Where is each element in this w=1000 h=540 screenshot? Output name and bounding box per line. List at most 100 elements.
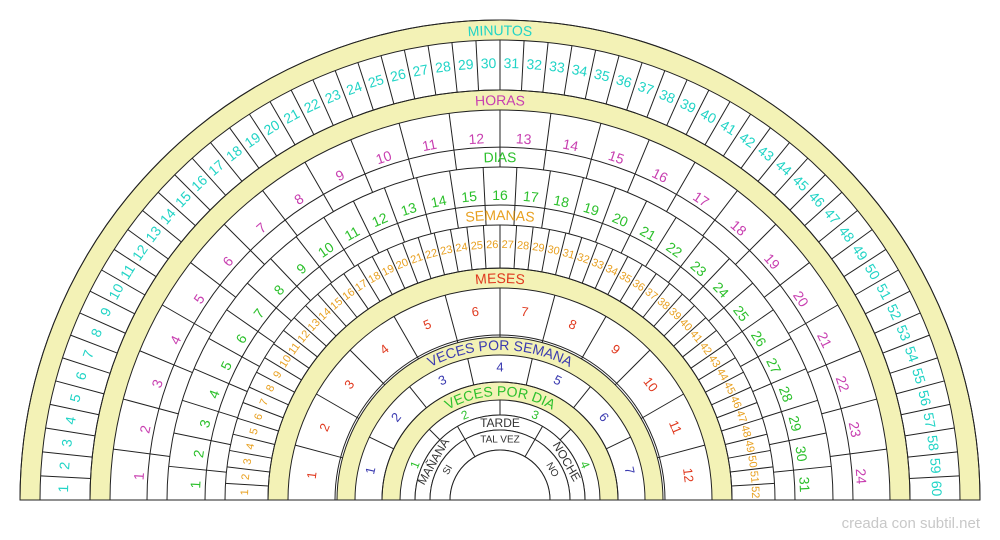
cell-label-semanas[interactable]: 1 <box>239 489 251 495</box>
cell-label-minutos[interactable]: 57 <box>920 411 939 429</box>
cell-label-semanas[interactable]: 25 <box>470 240 483 253</box>
cell-label-horas[interactable]: 13 <box>515 130 532 147</box>
cell-label-minutos[interactable]: 42 <box>737 129 759 151</box>
cell-label-minutos[interactable]: 21 <box>281 105 303 127</box>
cell-label-semanas[interactable]: 42 <box>697 340 714 357</box>
cell-label-meses[interactable]: 11 <box>666 418 685 436</box>
cell-label-horas[interactable]: 12 <box>468 130 485 147</box>
cell-label-minutos[interactable]: 56 <box>915 389 934 408</box>
cell-label-minutos[interactable]: 20 <box>261 116 283 138</box>
cell-label-minutos[interactable]: 33 <box>548 58 566 76</box>
cell-label-minutos[interactable]: 31 <box>503 55 519 71</box>
cell-label-semanas[interactable]: 6 <box>252 412 265 422</box>
cell-label-semanas[interactable]: 5 <box>248 427 261 436</box>
cell-label-semanas[interactable]: 28 <box>516 240 529 253</box>
cell-label-horas[interactable]: 20 <box>790 288 812 310</box>
cell-label-dias[interactable]: 1 <box>187 480 203 489</box>
cell-label-meses[interactable]: 1 <box>304 471 320 480</box>
cell-label-veces_dia[interactable]: 4 <box>577 459 593 471</box>
cell-label-semanas[interactable]: 47 <box>733 409 748 424</box>
cell-label-meses[interactable]: 6 <box>471 304 480 320</box>
cell-label-dias[interactable]: 17 <box>522 188 539 206</box>
cell-label-dias[interactable]: 20 <box>610 209 631 230</box>
cell-label-minutos[interactable]: 38 <box>657 86 678 107</box>
cell-label-dias[interactable]: 29 <box>786 414 805 433</box>
cell-label-dias[interactable]: 11 <box>342 223 363 244</box>
cell-label-minutos[interactable]: 29 <box>457 56 474 73</box>
cell-label-semanas[interactable]: 35 <box>617 270 634 286</box>
cell-label-minutos[interactable]: 10 <box>105 281 127 303</box>
cell-label-semanas[interactable]: 45 <box>721 380 737 396</box>
cell-label-meses[interactable]: 10 <box>640 374 661 395</box>
cell-label-minutos[interactable]: 30 <box>481 55 497 71</box>
cell-label-veces_dia[interactable]: 2 <box>459 407 471 423</box>
cell-label-horas[interactable]: 17 <box>690 188 712 210</box>
cell-label-semanas[interactable]: 17 <box>353 277 370 294</box>
cell-label-dias[interactable]: 13 <box>399 199 419 219</box>
cell-label-minutos[interactable]: 1 <box>55 484 71 492</box>
cell-label-minutos[interactable]: 12 <box>129 241 151 263</box>
cell-label-minutos[interactable]: 59 <box>927 457 944 474</box>
cell-label-minutos[interactable]: 2 <box>56 461 73 470</box>
cell-label-semanas[interactable]: 52 <box>749 486 761 499</box>
cell-label-horas[interactable]: 23 <box>846 420 865 439</box>
cell-label-horas[interactable]: 14 <box>561 136 580 155</box>
cell-label-horas[interactable]: 1 <box>131 472 147 481</box>
cell-label-semanas[interactable]: 30 <box>546 244 560 258</box>
cell-label-semanas[interactable]: 27 <box>501 239 514 251</box>
cell-label-semanas[interactable]: 15 <box>328 296 345 313</box>
cell-label-veces_semana[interactable]: 1 <box>362 465 378 475</box>
cell-label-horas[interactable]: 15 <box>606 147 626 167</box>
cell-label-semanas[interactable]: 24 <box>455 241 469 255</box>
cell-label-semanas[interactable]: 23 <box>439 244 453 258</box>
cell-label-dias[interactable]: 16 <box>492 187 508 203</box>
cell-label-semanas[interactable]: 48 <box>738 424 753 439</box>
cell-label-minutos[interactable]: 27 <box>411 61 429 80</box>
cell-label-semanas[interactable]: 16 <box>340 286 357 303</box>
cell-label-semanas[interactable]: 51 <box>747 470 760 483</box>
cell-label-veces_semana[interactable]: 7 <box>622 465 638 475</box>
cell-label-minutos[interactable]: 25 <box>366 71 386 91</box>
cell-label-dias[interactable]: 15 <box>461 188 478 206</box>
cell-label-semanas[interactable]: 44 <box>714 366 730 383</box>
cell-label-horas[interactable]: 10 <box>374 147 394 167</box>
cell-label-semanas[interactable]: 4 <box>244 442 257 451</box>
cell-label-horas[interactable]: 22 <box>833 374 853 394</box>
cell-label-minutos[interactable]: 50 <box>862 261 884 283</box>
cell-label-meses[interactable]: 7 <box>520 304 529 320</box>
cell-label-semanas[interactable]: 8 <box>264 383 277 394</box>
cell-label-minutos[interactable]: 32 <box>526 56 543 73</box>
cell-label-minutos[interactable]: 22 <box>301 95 322 116</box>
cell-label-semanas[interactable]: 3 <box>242 458 255 466</box>
cell-label-semanas[interactable]: 18 <box>366 270 383 286</box>
cell-label-semanas[interactable]: 49 <box>742 439 756 453</box>
cell-label-semanas[interactable]: 20 <box>394 257 410 273</box>
cell-label-momento[interactable]: TARDE <box>480 416 520 430</box>
cell-label-semanas[interactable]: 32 <box>575 251 590 266</box>
cell-label-dias[interactable]: 12 <box>369 209 390 230</box>
cell-label-semanas[interactable]: 21 <box>409 251 424 266</box>
cell-label-veces_dia[interactable]: 1 <box>407 459 423 471</box>
cell-label-minutos[interactable]: 19 <box>242 129 264 151</box>
cell-label-semanas[interactable]: 34 <box>603 263 619 279</box>
cell-label-semanas[interactable]: 10 <box>277 353 294 370</box>
cell-label-dias[interactable]: 2 <box>190 449 207 459</box>
cell-label-semanas[interactable]: 22 <box>424 247 439 262</box>
cell-label-semanas[interactable]: 2 <box>240 473 253 480</box>
cell-label-horas[interactable]: 21 <box>814 329 835 350</box>
cell-label-dias[interactable]: 19 <box>581 199 601 219</box>
cell-label-semanas[interactable]: 31 <box>561 247 576 262</box>
cell-label-semanas[interactable]: 7 <box>258 397 271 407</box>
cell-label-meses[interactable]: 12 <box>680 467 697 483</box>
cell-label-minutos[interactable]: 49 <box>849 242 871 264</box>
cell-label-dias[interactable]: 30 <box>792 445 810 463</box>
cell-label-dias[interactable]: 21 <box>637 223 659 245</box>
cell-label-minutos[interactable]: 34 <box>571 61 589 80</box>
cell-label-semanas[interactable]: 29 <box>531 241 545 255</box>
cell-label-dias[interactable]: 3 <box>196 418 213 430</box>
cell-label-minutos[interactable]: 41 <box>718 117 740 139</box>
cell-label-semanas[interactable]: 43 <box>706 353 723 370</box>
cell-label-respuesta[interactable]: TAL VEZ <box>480 435 519 446</box>
cell-label-minutos[interactable]: 60 <box>929 481 945 497</box>
cell-label-dias[interactable]: 28 <box>776 384 796 404</box>
